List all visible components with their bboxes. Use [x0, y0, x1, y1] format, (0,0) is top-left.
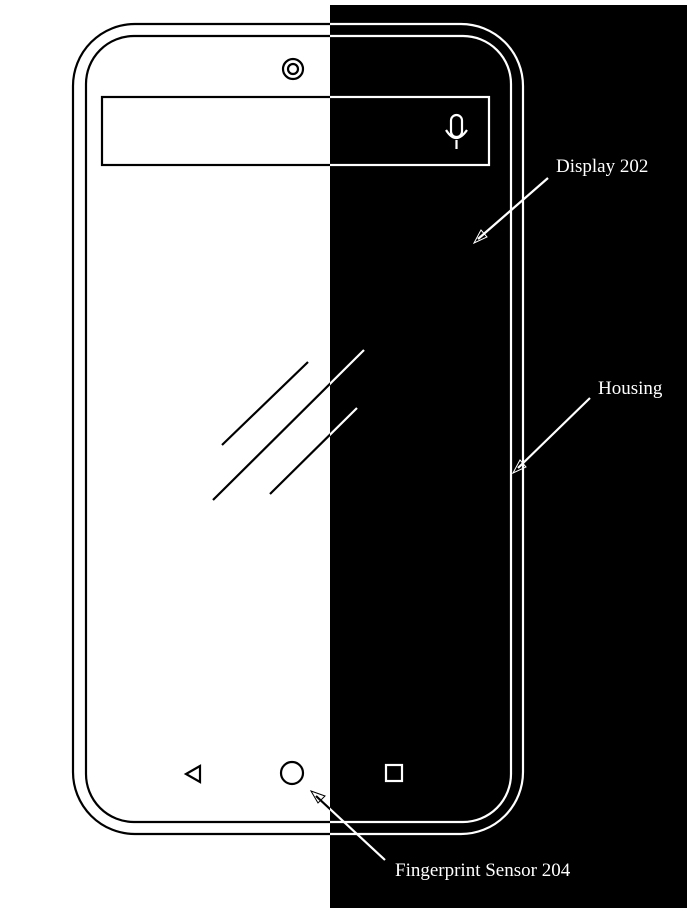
display-label: Display 202 [556, 156, 649, 177]
housing-label: Housing [598, 378, 663, 399]
black-half-background [330, 5, 687, 908]
fingerprint-sensor-label: Fingerprint Sensor 204 [395, 860, 571, 881]
